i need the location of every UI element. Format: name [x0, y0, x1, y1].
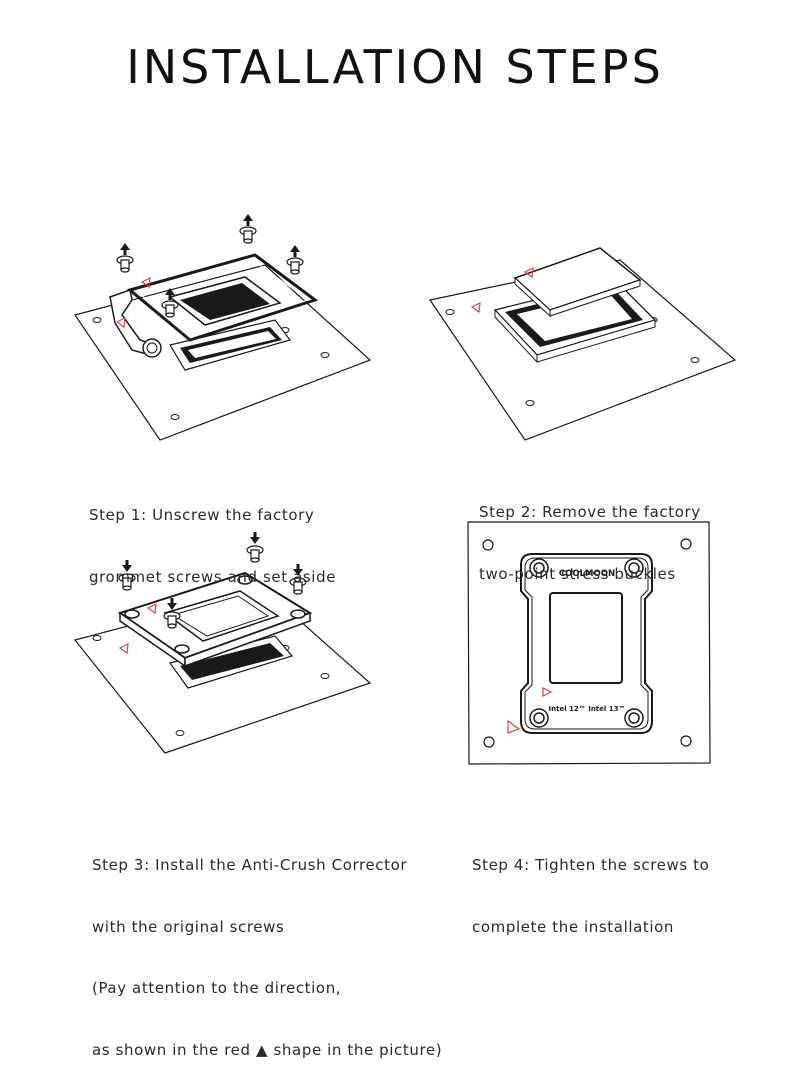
step4-illustration: COOLMOON Intel 12™ Intel 13™ [467, 521, 711, 765]
step3-line4: as shown in the red ▲ shape in the pictu… [92, 1040, 443, 1059]
step1-illustration [74, 214, 372, 441]
step3-line2: with the original screws [92, 917, 285, 936]
arrow-down-icon [122, 532, 303, 610]
red-triangle-icon [115, 276, 151, 329]
bracket-label: Intel 12™ Intel 13™ [549, 705, 626, 713]
step2-line1: Step 2: Remove the factory [479, 503, 701, 521]
bracket-brand: COOLMOON [559, 569, 615, 579]
step2-caption: Step 2: Remove the factory two-point str… [479, 461, 701, 605]
step3-caption: Step 3: Install the Anti-Crush Corrector… [92, 814, 442, 1081]
step2-line2: two-point stress buckles [479, 564, 676, 583]
red-triangle-icon [507, 687, 553, 734]
step2-illustration [429, 247, 737, 441]
screw-icon [118, 545, 307, 629]
step3-illustration [73, 532, 372, 754]
step4-line2: complete the installation [472, 917, 675, 936]
step3-line3: (Pay attention to the direction, [92, 979, 342, 997]
step4-caption: Step 4: Tighten the screws to complete t… [472, 814, 709, 958]
step1-line2: grommet screws and set aside [89, 567, 337, 586]
step1-line1: Step 1: Unscrew the factory [89, 506, 315, 524]
red-triangle-icon [470, 266, 534, 314]
step3-line1: Step 3: Install the Anti-Crush Corrector [92, 856, 408, 874]
red-triangle-icon [118, 602, 157, 655]
page-title: INSTALLATION STEPS [126, 40, 664, 94]
screw-icon [116, 226, 304, 318]
step1-caption: Step 1: Unscrew the factory grommet scre… [89, 464, 336, 608]
step4-line1: Step 4: Tighten the screws to [472, 856, 710, 874]
arrow-up-icon [120, 214, 300, 300]
